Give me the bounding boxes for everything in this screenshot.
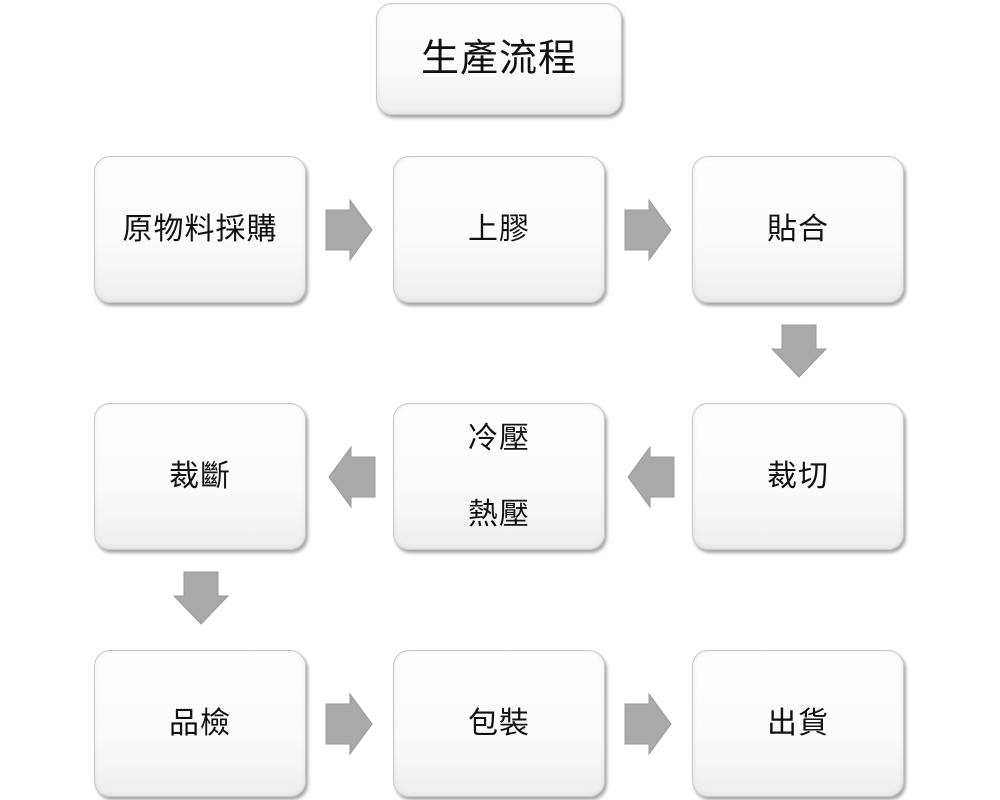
- step-label-inspect: 品檢: [169, 705, 231, 741]
- step-label-pack: 包裝: [468, 705, 530, 741]
- arrow-down-icon: [770, 324, 828, 378]
- step-box-laminate: 貼合: [692, 156, 904, 303]
- step-label-hot-press: 熱壓: [468, 496, 530, 532]
- step-label-trim: 裁斷: [169, 458, 231, 494]
- arrow-right-icon: [325, 198, 373, 262]
- step-label-ship: 出貨: [767, 705, 829, 741]
- step-box-cut: 裁切: [692, 403, 904, 550]
- arrow-right-icon: [624, 198, 672, 262]
- arrow-left-icon: [328, 445, 376, 509]
- step-label-cut: 裁切: [767, 458, 829, 494]
- arrow-right-icon: [624, 692, 672, 756]
- step-box-purchase: 原物料採購: [94, 156, 306, 303]
- step-box-trim: 裁斷: [94, 403, 306, 550]
- step-label-cold-press: 冷壓: [468, 420, 530, 456]
- diagram-title-box: 生產流程: [376, 3, 622, 115]
- step-box-ship: 出貨: [692, 650, 904, 797]
- arrow-down-icon: [172, 571, 230, 625]
- step-label-laminate: 貼合: [767, 211, 829, 247]
- step-box-press: 冷壓 熱壓: [393, 403, 605, 550]
- diagram-title: 生產流程: [420, 36, 577, 81]
- step-box-glue: 上膠: [393, 156, 605, 303]
- step-label-glue: 上膠: [468, 211, 530, 247]
- step-box-inspect: 品檢: [94, 650, 306, 797]
- step-box-pack: 包裝: [393, 650, 605, 797]
- step-label-purchase: 原物料採購: [122, 211, 278, 247]
- arrow-left-icon: [627, 445, 675, 509]
- arrow-right-icon: [325, 692, 373, 756]
